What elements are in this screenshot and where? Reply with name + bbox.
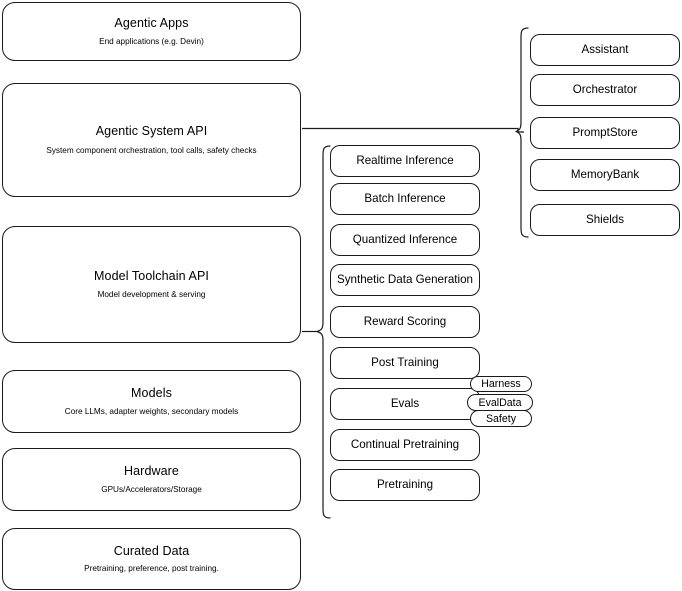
toolchain-item-reward-scoring[interactable]: Reward Scoring [330, 306, 480, 338]
layer-title: Agentic Apps [114, 16, 189, 31]
system-api-connector-line [302, 127, 524, 133]
system-item-label: Shields [585, 212, 625, 226]
toolchain-item-continual-pretraining[interactable]: Continual Pretraining [330, 429, 480, 461]
system-item-label: Assistant [581, 42, 629, 56]
layer-box-models[interactable]: Models Core LLMs, adapter weights, secon… [2, 370, 301, 433]
system-item-memorybank[interactable]: MemoryBank [530, 159, 680, 191]
eval-badge-safety[interactable]: Safety [470, 410, 532, 427]
toolchain-item-label: Quantized Inference [352, 232, 458, 246]
system-item-assistant[interactable]: Assistant [530, 34, 680, 66]
system-item-label: Orchestrator [572, 82, 638, 96]
eval-badge-label: Safety [485, 412, 517, 425]
system-item-label: MemoryBank [570, 167, 640, 181]
eval-badge-evaldata[interactable]: EvalData [467, 394, 533, 411]
layer-box-curated-data[interactable]: Curated Data Pretraining, preference, po… [2, 528, 301, 590]
system-item-label: PromptStore [572, 125, 638, 139]
toolchain-item-realtime-inference[interactable]: Realtime Inference [330, 145, 480, 177]
system-item-orchestrator[interactable]: Orchestrator [530, 74, 680, 106]
toolchain-item-label: Batch Inference [364, 191, 446, 205]
layer-title: Curated Data [113, 543, 190, 558]
toolchain-item-quantized-inference[interactable]: Quantized Inference [330, 224, 480, 256]
toolchain-item-label: Pretraining [376, 477, 434, 491]
layer-subtitle: System component orchestration, tool cal… [46, 145, 257, 155]
toolchain-item-label: Post Training [371, 355, 439, 369]
layer-subtitle: Pretraining, preference, post training. [84, 564, 219, 574]
system-item-promptstore[interactable]: PromptStore [530, 117, 680, 149]
layer-title: Agentic System API [95, 124, 208, 139]
layer-subtitle: Core LLMs, adapter weights, secondary mo… [64, 406, 239, 416]
layer-title: Hardware [124, 464, 179, 479]
layer-title: Model Toolchain API [94, 268, 209, 283]
layer-subtitle: Model development & serving [97, 290, 206, 300]
toolchain-item-label: Realtime Inference [356, 153, 454, 167]
system-components-brace [515, 27, 529, 238]
system-item-shields[interactable]: Shields [530, 204, 680, 236]
toolchain-components-brace [316, 145, 331, 519]
toolchain-item-pretraining[interactable]: Pretraining [330, 469, 480, 501]
layer-subtitle: GPUs/Accelerators/Storage [101, 484, 202, 494]
toolchain-item-label: Evals [390, 396, 420, 410]
layer-box-agentic-system-api[interactable]: Agentic System API System component orch… [2, 83, 301, 197]
toolchain-item-label: Synthetic Data Generation [337, 272, 473, 286]
eval-badge-label: EvalData [478, 396, 522, 409]
toolchain-item-synthetic-data-generation[interactable]: Synthetic Data Generation [330, 264, 480, 296]
layer-box-model-toolchain-api[interactable]: Model Toolchain API Model development & … [2, 226, 301, 343]
layer-subtitle: End applications (e.g. Devin) [99, 36, 204, 46]
eval-badge-label: Harness [481, 378, 521, 390]
layer-box-agentic-apps[interactable]: Agentic Apps End applications (e.g. Devi… [2, 2, 301, 61]
toolchain-item-label: Reward Scoring [363, 314, 447, 328]
layer-title: Models [131, 386, 172, 401]
toolchain-item-post-training[interactable]: Post Training [330, 347, 480, 379]
toolchain-item-batch-inference[interactable]: Batch Inference [330, 183, 480, 215]
toolchain-item-evals[interactable]: Evals [330, 388, 480, 420]
toolchain-item-label: Continual Pretraining [350, 437, 460, 451]
eval-badge-harness[interactable]: Harness [470, 376, 532, 392]
layer-box-hardware[interactable]: Hardware GPUs/Accelerators/Storage [2, 448, 301, 511]
